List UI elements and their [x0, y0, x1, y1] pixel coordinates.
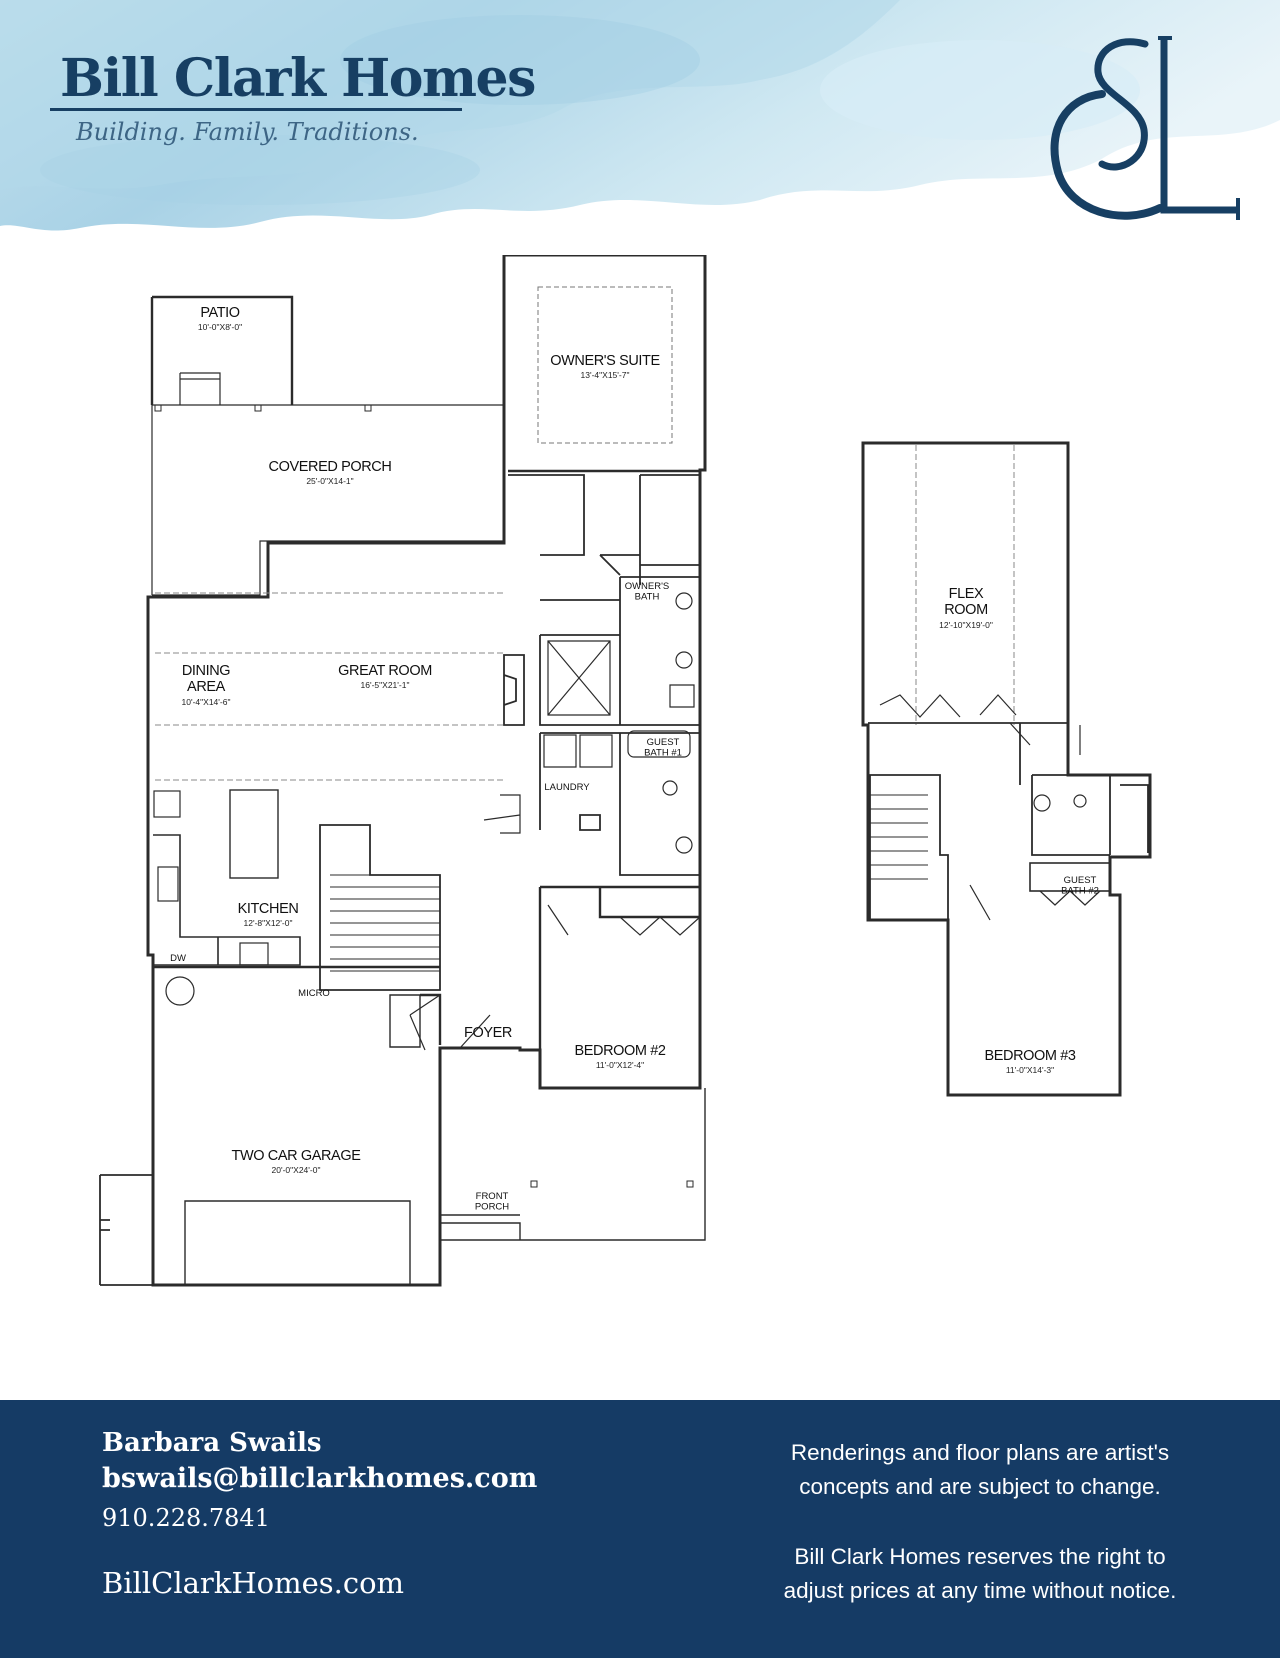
fireplace [503, 654, 525, 726]
main-stair [319, 824, 441, 991]
shower [547, 640, 611, 716]
water-heater [165, 976, 195, 1006]
website-link[interactable]: BillClarkHomes.com [102, 1566, 405, 1600]
second-floor-exterior-wall [861, 441, 1152, 1097]
upper-doors [969, 722, 1081, 921]
floor-plan: PATIO 10'-0"X8'-0" COVERED PORCH 25'-0"X… [99, 255, 1152, 1287]
sink [157, 866, 179, 902]
microwave-label: MICRO [298, 988, 330, 999]
flex-room-dims: 12'-10"X19'-0" [939, 620, 993, 630]
great-room-dims: 16'-5"X21'-1" [361, 680, 410, 690]
dishwasher-label: DW [170, 953, 186, 964]
flex-room-divider [915, 445, 1015, 725]
brand-rule [50, 108, 462, 111]
foyer-door [409, 994, 510, 1051]
page-header: Bill Clark Homes Building. Family. Tradi… [0, 0, 1280, 250]
bedroom-2-dims: 11'-0"X12'-4" [596, 1060, 644, 1070]
disclaimer-line: Bill Clark Homes reserves the right to [794, 1544, 1166, 1569]
laundry-machines [543, 734, 613, 768]
owners-suite-tray-ceiling [537, 286, 673, 444]
bedroom-3-label: BEDROOM #3 [984, 1048, 1075, 1064]
garage-label: TWO CAR GARAGE [232, 1148, 362, 1164]
garage-dims: 20'-0"X24'-0" [272, 1165, 321, 1175]
disclaimer-prices: Bill Clark Homes reserves the right to a… [740, 1540, 1220, 1608]
watercolor-background [0, 0, 1280, 231]
bedroom-3-dims: 11'-0"X14'-3" [1006, 1065, 1054, 1075]
bedroom-3-closet-doors [1039, 890, 1101, 906]
patio-label: PATIO [200, 305, 239, 321]
covered-porch-dims: 25'-0"X14-1" [306, 476, 353, 486]
kitchen-label: KITCHEN [238, 901, 299, 917]
entry-steps [389, 994, 421, 1048]
disclaimer-line: adjust prices at any time without notice… [783, 1578, 1177, 1603]
brand-tagline: Building. Family. Traditions. [76, 118, 419, 146]
disclaimer-line: concepts and are subject to change. [799, 1474, 1161, 1499]
owners-closets [508, 474, 701, 585]
kitchen-island [229, 789, 279, 879]
pantry [153, 790, 181, 818]
room-labels: PATIO 10'-0"X8'-0" COVERED PORCH 25'-0"X… [170, 305, 1099, 1212]
agent-name: Barbara Swails [102, 1428, 322, 1458]
dining-area-dims: 10'-4"X14'-6" [182, 697, 231, 707]
garage-door [184, 1200, 411, 1285]
disclaimer-line: Renderings and floor plans are artist's [790, 1440, 1170, 1465]
disclaimer-renderings: Renderings and floor plans are artist's … [740, 1436, 1220, 1504]
agent-phone[interactable]: 910.228.7841 [102, 1504, 270, 1532]
first-floor-exterior-wall [146, 255, 707, 1287]
front-porch-outline [439, 1048, 706, 1241]
upper-hall-walls [1019, 723, 1110, 856]
sl-monogram-logo [1050, 36, 1240, 220]
agent-email-link[interactable]: bswails@billclarkhomes.com [102, 1463, 538, 1494]
laundry-door [483, 794, 521, 834]
bedroom-2-closet-doors [547, 904, 701, 936]
patio-dims: 10'-0"X8'-0" [198, 322, 242, 332]
owners-suite-label: OWNER'S SUITE [550, 353, 660, 369]
owners-bath-walls [539, 576, 700, 726]
guest-bath-2-walls [1109, 775, 1149, 855]
patio-steps [179, 372, 221, 405]
contact-footer: Barbara Swails bswails@billclarkhomes.co… [0, 1400, 1280, 1658]
covered-porch-label: COVERED PORCH [269, 459, 392, 475]
bedroom-2-label: BEDROOM #2 [574, 1043, 665, 1059]
garage-walls [153, 965, 442, 1045]
garage-side-porch [99, 1174, 153, 1286]
kitchen-dims: 12'-8"X12'-0" [244, 918, 293, 928]
patio-outline [150, 295, 294, 405]
range [239, 942, 269, 966]
brand-name: Bill Clark Homes [60, 48, 536, 109]
ceiling-beams [155, 592, 504, 781]
guest-bath-1-walls [539, 732, 701, 876]
covered-porch-outline [151, 404, 504, 596]
foyer-label: FOYER [464, 1025, 512, 1041]
upper-stair [869, 774, 949, 921]
bedroom-2-walls [538, 885, 700, 1088]
laundry-label: LAUNDRY [544, 782, 590, 793]
owners-suite-dims: 13'-4"X15'-7" [581, 370, 630, 380]
flex-closet-doors [879, 694, 1017, 718]
great-room-label: GREAT ROOM [338, 663, 432, 679]
